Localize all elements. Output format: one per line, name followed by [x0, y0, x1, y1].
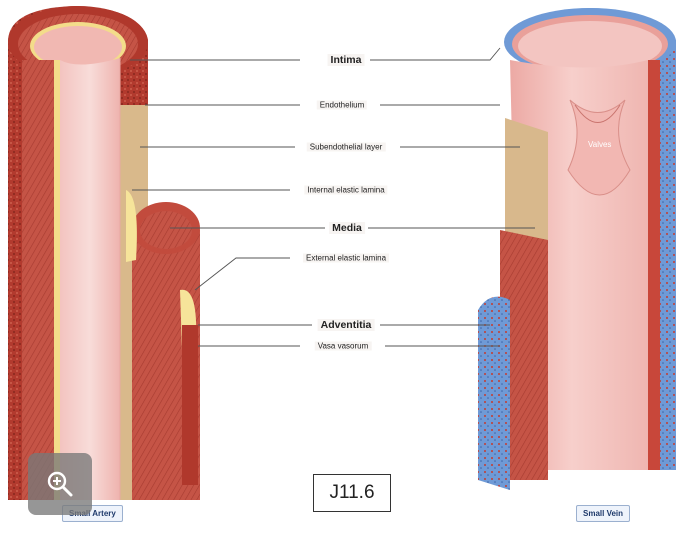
label-external-elastic-lamina: External elastic lamina — [303, 254, 389, 263]
label-adventitia: Adventitia — [318, 319, 375, 331]
label-valves: Valves — [588, 140, 611, 149]
label-vasa-vasorum: Vasa vasorum — [315, 342, 372, 351]
small-vein-tag: Small Vein — [576, 505, 630, 522]
label-internal-elastic-lamina: Internal elastic lamina — [304, 186, 387, 195]
zoom-button[interactable] — [28, 453, 92, 515]
label-intima: Intima — [328, 54, 365, 66]
zoom-in-icon — [45, 469, 75, 499]
figure-code: J11.6 — [329, 482, 374, 504]
figure-code-box: J11.6 — [313, 474, 391, 512]
label-subendothelial-layer: Subendothelial layer — [307, 143, 386, 152]
label-media: Media — [329, 222, 365, 234]
label-endothelium: Endothelium — [317, 101, 367, 110]
